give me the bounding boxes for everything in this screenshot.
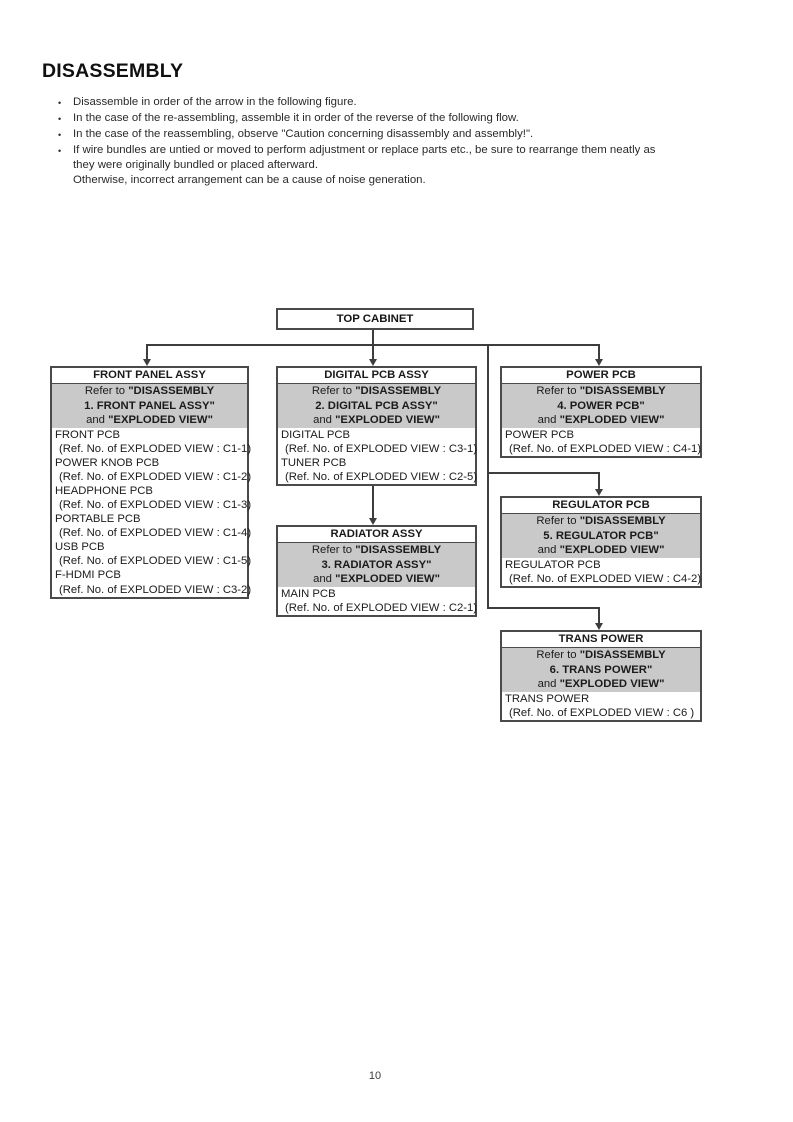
part-name: REGULATOR PCB	[505, 558, 601, 571]
box-title: REGULATOR PCB	[502, 498, 700, 514]
list-item: • In the case of the reassembling, obser…	[58, 127, 748, 143]
part-name: POWER PCB	[505, 428, 575, 441]
part-ref: (Ref. No. of EXPLODED VIEW : C1-4)	[59, 527, 252, 540]
part-ref: (Ref. No. of EXPLODED VIEW : C4-1)	[509, 442, 702, 455]
arrow-down-icon	[594, 489, 603, 496]
part-ref: (Ref. No. of EXPLODED VIEW : C2-5)	[285, 470, 478, 483]
flow-line	[487, 607, 600, 609]
flow-box-power-pcb: POWER PCB Refer to "DISASSEMBLY 4. POWER…	[500, 366, 702, 458]
arrow-down-icon	[368, 359, 377, 366]
flow-line	[598, 607, 600, 623]
part-name: MAIN PCB	[281, 587, 336, 600]
list-item: • If wire bundles are untied or moved to…	[58, 144, 656, 186]
flow-line	[487, 472, 600, 474]
flow-line	[372, 330, 374, 345]
box-refer-note: Refer to "DISASSEMBLY 3. RADIATOR ASSY" …	[278, 543, 475, 587]
part-list: REGULATOR PCB (Ref. No. of EXPLODED VIEW…	[502, 557, 702, 586]
bullet-icon: •	[58, 98, 62, 108]
box-title: RADIATOR ASSY	[278, 527, 475, 543]
flow-box-regulator-pcb: REGULATOR PCB Refer to "DISASSEMBLY 5. R…	[500, 496, 702, 588]
part-name: DIGITAL PCB	[281, 428, 351, 441]
part-ref: (Ref. No. of EXPLODED VIEW : C4-2)	[509, 572, 702, 585]
part-ref: (Ref. No. of EXPLODED VIEW : C1-1)	[59, 442, 252, 455]
part-name: TUNER PCB	[281, 456, 347, 469]
arrow-down-icon	[142, 359, 151, 366]
flow-line	[598, 344, 600, 359]
bullet-icon: •	[58, 130, 62, 140]
flow-box-front-panel-assy: FRONT PANEL ASSY Refer to "DISASSEMBLY 1…	[50, 366, 252, 599]
part-list: TRANS POWER (Ref. No. of EXPLODED VIEW :…	[502, 691, 700, 720]
flow-line	[372, 486, 374, 518]
part-name: TRANS POWER	[505, 692, 590, 705]
list-item: • Disassemble in order of the arrow in t…	[58, 95, 748, 111]
part-ref: (Ref. No. of EXPLODED VIEW : C3-2)	[59, 583, 252, 596]
list-item: • In the case of the re-assembling, asse…	[58, 111, 748, 127]
bullet-icon: •	[58, 114, 62, 124]
flow-line	[487, 344, 489, 609]
flow-box-trans-power: TRANS POWER Refer to "DISASSEMBLY 6. TRA…	[500, 630, 702, 722]
arrow-down-icon	[594, 359, 603, 366]
part-list: MAIN PCB (Ref. No. of EXPLODED VIEW : C2…	[278, 586, 478, 615]
part-list: POWER PCB (Ref. No. of EXPLODED VIEW : C…	[502, 427, 702, 456]
part-name: F-HDMI PCB	[55, 569, 121, 582]
part-ref: (Ref. No. of EXPLODED VIEW : C1-2)	[59, 470, 252, 483]
instruction-list: • Disassemble in order of the arrow in t…	[58, 95, 748, 188]
flow-line	[146, 344, 148, 359]
part-ref: (Ref. No. of EXPLODED VIEW : C2-1)	[285, 601, 478, 614]
flow-line	[598, 472, 600, 489]
box-refer-note: Refer to "DISASSEMBLY 4. POWER PCB" and …	[502, 384, 700, 428]
page-number: 10	[368, 1070, 382, 1082]
box-refer-note: Refer to "DISASSEMBLY 1. FRONT PANEL ASS…	[52, 384, 247, 428]
page-title: DISASSEMBLY	[42, 60, 184, 82]
box-title: TOP CABINET	[336, 313, 414, 325]
box-refer-note: Refer to "DISASSEMBLY 2. DIGITAL PCB ASS…	[278, 384, 475, 428]
arrow-down-icon	[368, 518, 377, 525]
box-refer-note: Refer to "DISASSEMBLY 6. TRANS POWER" an…	[502, 648, 700, 692]
arrow-down-icon	[594, 623, 603, 630]
box-title: POWER PCB	[502, 368, 700, 384]
part-ref: (Ref. No. of EXPLODED VIEW : C1-5)	[59, 555, 252, 568]
part-name: PORTABLE PCB	[55, 513, 141, 526]
part-ref: (Ref. No. of EXPLODED VIEW : C1-3)	[59, 498, 252, 511]
part-name: USB PCB	[55, 541, 105, 554]
part-name: FRONT PCB	[55, 428, 121, 441]
part-list: FRONT PCB (Ref. No. of EXPLODED VIEW : C…	[52, 427, 252, 597]
part-name: HEADPHONE PCB	[55, 484, 153, 497]
flow-box-top-cabinet: TOP CABINET	[276, 308, 474, 330]
box-title: DIGITAL PCB ASSY	[278, 368, 475, 384]
part-ref: (Ref. No. of EXPLODED VIEW : C3-1)	[285, 442, 478, 455]
box-title: TRANS POWER	[502, 632, 700, 648]
part-ref: (Ref. No. of EXPLODED VIEW : C6 )	[509, 706, 695, 719]
part-name: POWER KNOB PCB	[55, 456, 160, 469]
flow-box-radiator-assy: RADIATOR ASSY Refer to "DISASSEMBLY 3. R…	[276, 525, 477, 617]
box-title: FRONT PANEL ASSY	[52, 368, 247, 384]
box-refer-note: Refer to "DISASSEMBLY 5. REGULATOR PCB" …	[502, 514, 700, 558]
part-list: DIGITAL PCB (Ref. No. of EXPLODED VIEW :…	[278, 427, 478, 484]
flow-box-digital-pcb-assy: DIGITAL PCB ASSY Refer to "DISASSEMBLY 2…	[276, 366, 477, 486]
bullet-icon: •	[58, 146, 62, 156]
flow-line	[372, 344, 374, 359]
